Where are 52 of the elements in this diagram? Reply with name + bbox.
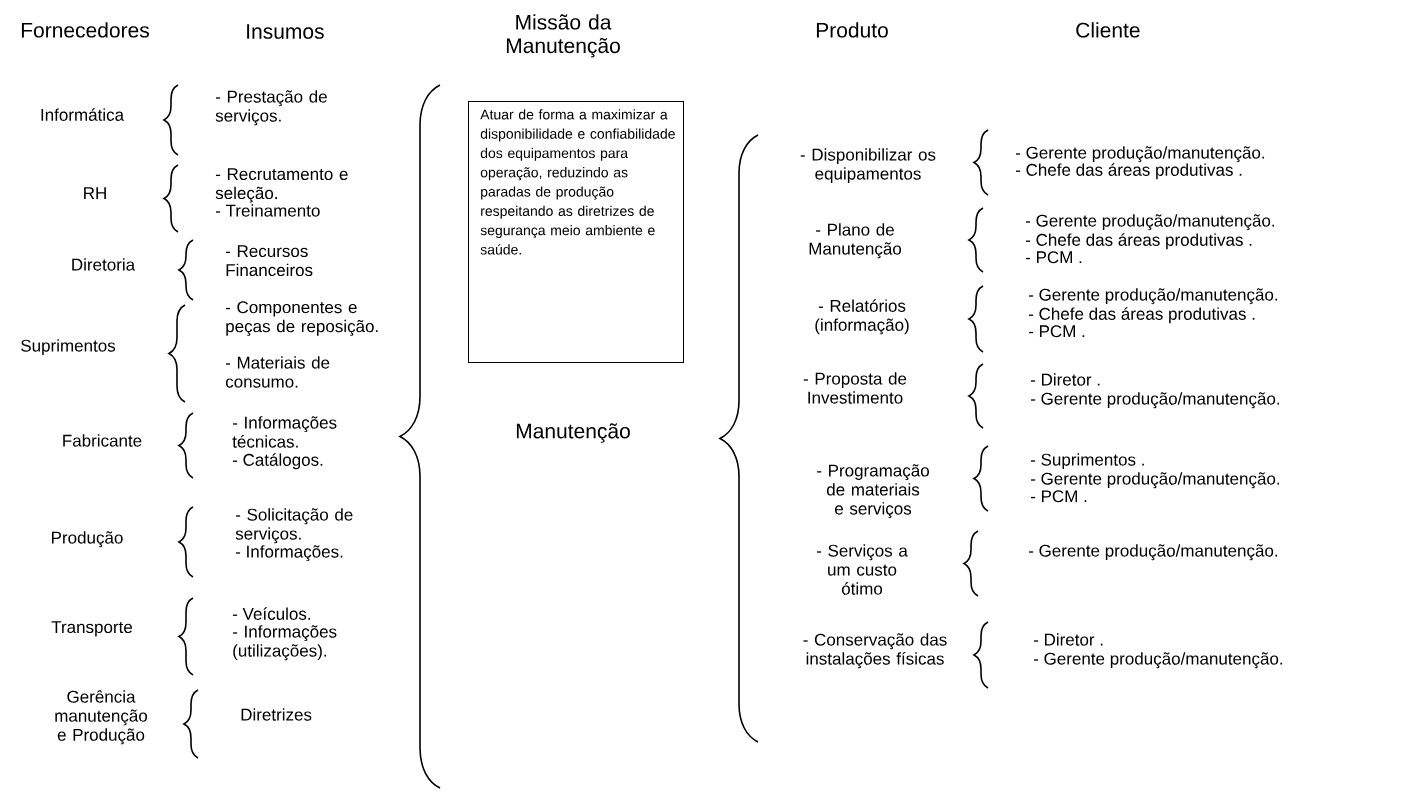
column-heading: Cliente bbox=[1076, 22, 1140, 38]
client-item: - Suprimentos . bbox=[1030, 453, 1144, 470]
client-item: - Gerente produção/manutenção. bbox=[1030, 472, 1280, 489]
supplier-label: Suprimentos bbox=[21, 339, 116, 356]
column-heading: Missão da Manutenção bbox=[506, 14, 620, 58]
client-item: - PCM . bbox=[1030, 490, 1087, 503]
input-item: - Recrutamento e seleção. bbox=[215, 168, 348, 203]
input-item: - Treinamento bbox=[215, 204, 320, 217]
client-item: - Chefe das áreas produtivas . bbox=[1028, 307, 1255, 324]
input-item: - Componentes e peças de reposição. bbox=[225, 301, 378, 336]
client-item: - PCM . bbox=[1028, 325, 1085, 338]
client-item: - Diretor . bbox=[1030, 373, 1100, 386]
client-item: - Gerente produção/manutenção. bbox=[1015, 146, 1265, 163]
product-item: - Serviços a um custo ótimo bbox=[816, 544, 908, 595]
input-item: - Solicitação de serviços. bbox=[235, 508, 353, 544]
client-item: - Diretor . bbox=[1033, 633, 1103, 646]
supplier-label: Gerência manutenção e Produção bbox=[55, 690, 148, 745]
client-item: - Gerente produção/manutenção. bbox=[1028, 288, 1278, 305]
mission-text: Atuar de forma a maximizar a disponibilidade e confiabilidade dos equipamentos para operação, reduzindo as paradas de produção respeitando as diretrizes de segurança meio ambiente e saúde. bbox=[480, 109, 675, 255]
client-item: - Gerente produção/manutenção. bbox=[1030, 392, 1280, 409]
input-item: - Informações. bbox=[235, 545, 343, 562]
column-heading: Fornecedores bbox=[21, 22, 149, 38]
product-item: - Disponibilizar os equipamentos bbox=[800, 148, 936, 184]
supplier-label: Diretoria bbox=[72, 258, 136, 271]
supplier-label: RH bbox=[84, 187, 106, 199]
input-item: - Recursos Financeiros bbox=[225, 245, 313, 277]
supplier-label: Transporte bbox=[51, 621, 133, 637]
column-heading: Insumos bbox=[247, 24, 324, 39]
client-item: - Chefe das áreas produtivas . bbox=[1025, 233, 1252, 250]
supplier-label: Produção bbox=[52, 531, 123, 548]
input-item: - Veículos. bbox=[232, 607, 310, 620]
product-item: - Conservação das instalações físicas bbox=[803, 633, 947, 669]
product-item: - Plano de Manutenção bbox=[809, 223, 902, 259]
center-label: Manutenção bbox=[516, 423, 630, 443]
product-item: - Proposta de Investimento bbox=[803, 372, 907, 404]
client-item: - Gerente produção/manutenção. bbox=[1025, 214, 1275, 231]
client-item: - Gerente produção/manutenção. bbox=[1028, 544, 1278, 561]
input-item: - Catálogos. bbox=[232, 453, 323, 470]
product-item: - Relatórios (informação) bbox=[815, 299, 909, 335]
supplier-label: Fabricante bbox=[63, 434, 142, 447]
input-item: Diretrizes bbox=[241, 708, 312, 721]
input-item: - Prestação de serviços. bbox=[215, 90, 327, 126]
input-item: - Informações técnicas. bbox=[232, 416, 337, 448]
client-item: - Gerente produção/manutenção. bbox=[1033, 652, 1283, 669]
input-item: - Materiais de consumo. bbox=[225, 356, 330, 388]
product-item: - Programação de materiais e serviços bbox=[817, 464, 929, 519]
mission-box bbox=[468, 101, 684, 363]
supplier-label: Informática bbox=[41, 108, 125, 121]
column-heading: Produto bbox=[816, 22, 888, 38]
client-item: - Chefe das áreas produtivas . bbox=[1015, 163, 1242, 180]
client-item: - PCM . bbox=[1025, 251, 1082, 264]
input-item: - Informações (utilizações). bbox=[232, 625, 337, 661]
